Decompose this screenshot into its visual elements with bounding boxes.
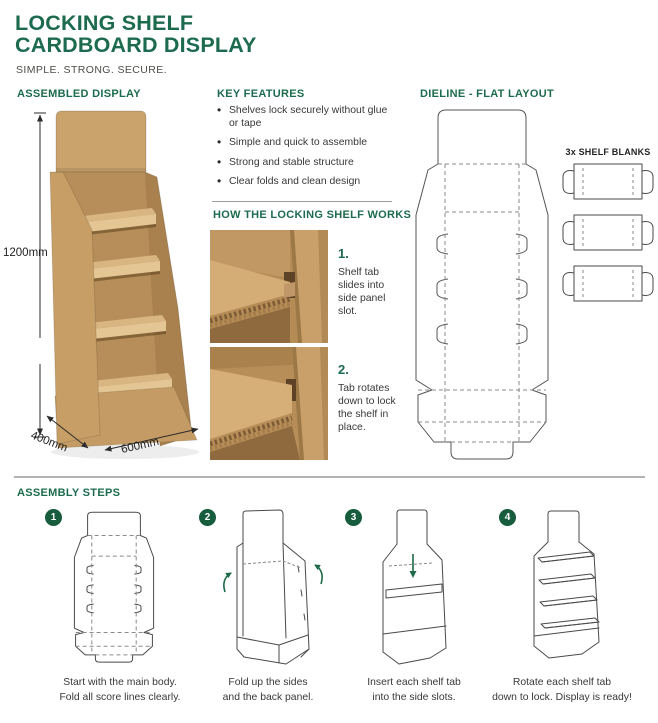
key-feature-item: Clear folds and clean design xyxy=(216,175,392,189)
step-badge-4: 4 xyxy=(499,509,516,526)
key-features-heading: KEY FEATURES xyxy=(217,88,305,100)
shelf-blanks-drawing xyxy=(562,163,654,302)
dieline-drawing xyxy=(402,100,562,468)
fold-arrow-icon xyxy=(223,572,232,593)
shelf-surface xyxy=(210,260,290,316)
shelf-slot xyxy=(516,279,527,299)
header-outline xyxy=(242,509,284,544)
locking-caption-2: 2. Tab rotates down to lock the shelf in… xyxy=(338,362,396,434)
locking-step-text: Shelf tab slides into side panel slot. xyxy=(338,267,386,317)
dimension-lines xyxy=(34,112,199,452)
key-feature-item: Simple and quick to assemble xyxy=(216,136,392,150)
inserted-shelf xyxy=(385,583,443,599)
header-outline xyxy=(396,509,428,545)
step-badge-1: 1 xyxy=(45,509,62,526)
shelf-slot xyxy=(437,279,448,299)
locking-heading: HOW THE LOCKING SHELF WORKS xyxy=(213,209,412,221)
blank-fold-lines xyxy=(582,168,634,297)
step-badge-2: 2 xyxy=(199,509,216,526)
assembly-steps-heading: ASSEMBLY STEPS xyxy=(17,487,121,499)
section-divider xyxy=(14,476,645,478)
dimension-height-label: 1200mm xyxy=(3,247,48,259)
step-1-illustration xyxy=(66,508,162,666)
display-header-panel xyxy=(55,110,147,173)
fold-arrow-icon xyxy=(314,564,323,585)
step-1-caption: Start with the main body. Fold all score… xyxy=(59,677,181,703)
locking-photo-1 xyxy=(210,230,328,343)
header-shadow xyxy=(56,168,146,172)
corrugation-texture xyxy=(210,296,291,324)
step-2-illustration xyxy=(223,509,323,665)
page-subtitle: SIMPLE. STRONG. SECURE. xyxy=(16,64,167,76)
step-badge-3: 3 xyxy=(345,509,362,526)
key-features-list: Shelves lock securely without glue or ta… xyxy=(216,104,392,196)
fold-line xyxy=(242,560,302,569)
shelf-tab xyxy=(284,282,295,298)
header-outline xyxy=(547,510,580,543)
step-4-illustration xyxy=(533,510,600,659)
locking-step-number: 1. xyxy=(338,246,349,261)
key-feature-item: Strong and stable structure xyxy=(216,156,392,170)
locking-caption-1: 1. Shelf tab slides into side panel slot… xyxy=(338,246,396,318)
shelf-surface xyxy=(210,369,292,439)
page-title-line2: CARDBOARD DISPLAY xyxy=(15,33,257,57)
shelf-slot xyxy=(437,324,448,344)
shelf-slot xyxy=(516,234,527,254)
shelf-blanks-label: 3x SHELF BLANKS xyxy=(565,147,651,157)
shelf-blank xyxy=(562,265,654,302)
assembled-display-photo: 1200mm 400mm 600mm xyxy=(3,110,199,459)
step-3-caption: Insert each shelf tab into the side slot… xyxy=(367,677,461,703)
shelf-blank xyxy=(562,214,654,251)
step-3-illustration xyxy=(382,509,447,665)
features-divider xyxy=(212,201,392,202)
locking-step-text: Tab rotates down to lock the shelf in pl… xyxy=(338,383,396,433)
step-4-caption: Rotate each shelf tab down to lock. Disp… xyxy=(492,677,632,703)
locking-step-number: 2. xyxy=(338,362,349,377)
locking-photo-2 xyxy=(210,347,328,460)
guide-line xyxy=(388,562,433,567)
fold-lines xyxy=(418,164,546,442)
dieline-outline xyxy=(416,110,548,459)
shelf-slot xyxy=(516,324,527,344)
dieline-heading: DIELINE - FLAT LAYOUT xyxy=(420,88,555,100)
corrugation-texture xyxy=(210,415,293,447)
page-title: LOCKING SHELF CARDBOARD DISPLAY xyxy=(15,12,257,56)
shelf-blank xyxy=(562,163,654,200)
locked-shelves xyxy=(537,551,600,629)
shelf-slot xyxy=(437,234,448,254)
page-title-line1: LOCKING SHELF xyxy=(15,11,194,35)
key-feature-item: Shelves lock securely without glue or ta… xyxy=(216,104,392,130)
step-2-caption: Fold up the sides and the back panel. xyxy=(222,677,314,703)
assembled-display-heading: ASSEMBLED DISPLAY xyxy=(17,88,141,100)
